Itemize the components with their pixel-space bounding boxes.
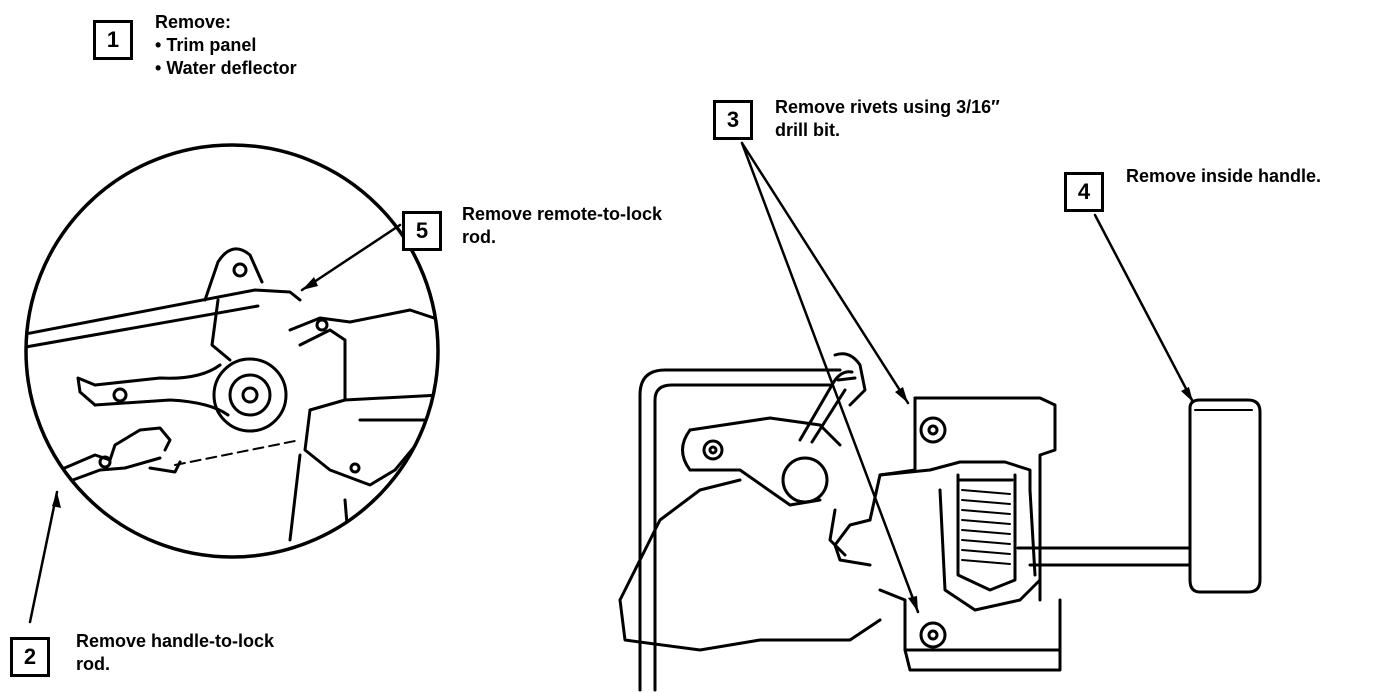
step-3-line-2: drill bit. xyxy=(775,120,840,140)
detail-view-circle xyxy=(24,143,440,559)
step-5-box: 5 xyxy=(402,211,442,251)
step-5-callout: Remove remote-to-lock rod. xyxy=(462,203,662,249)
step-3-box: 3 xyxy=(713,100,753,140)
step-3-number: 3 xyxy=(726,107,740,132)
leader-line-4 xyxy=(1093,213,1195,404)
step-1-callout: Remove: Trim panel Water deflector xyxy=(155,11,297,80)
step-1-number: 1 xyxy=(106,27,120,52)
step-4-number: 4 xyxy=(1077,179,1091,204)
step-1-box: 1 xyxy=(93,20,133,60)
step-1-item-trim-panel: Trim panel xyxy=(155,34,297,57)
step-2-line-2: rod. xyxy=(76,654,110,674)
step-2-callout: Remove handle-to-lock rod. xyxy=(76,630,274,676)
step-2-line-1: Remove handle-to-lock xyxy=(76,631,275,651)
step-1-list: Trim panel Water deflector xyxy=(155,34,297,80)
step-5-number: 5 xyxy=(415,218,429,243)
step-5-line-2: rod. xyxy=(462,227,496,247)
leader-line-3b xyxy=(740,141,920,614)
leader-line-3a xyxy=(740,141,910,405)
step-4-callout: Remove inside handle. xyxy=(1126,165,1321,188)
step-1-heading: Remove: xyxy=(155,12,232,32)
step-1-item-water-deflector: Water deflector xyxy=(155,57,296,80)
step-3-callout: Remove rivets using 3/16″ drill bit. xyxy=(775,96,1000,142)
step-5-line-1: Remove remote-to-lock xyxy=(462,204,663,224)
leader-line-5 xyxy=(300,223,402,292)
step-4-line-1: Remove inside handle. xyxy=(1126,166,1322,186)
step-2-number: 2 xyxy=(23,644,37,669)
step-2-box: 2 xyxy=(10,637,50,677)
lock-assembly-view xyxy=(618,352,1262,692)
step-3-line-1: Remove rivets using 3/16″ xyxy=(775,97,1000,117)
leader-line-2 xyxy=(28,490,59,624)
step-4-box: 4 xyxy=(1064,172,1104,212)
